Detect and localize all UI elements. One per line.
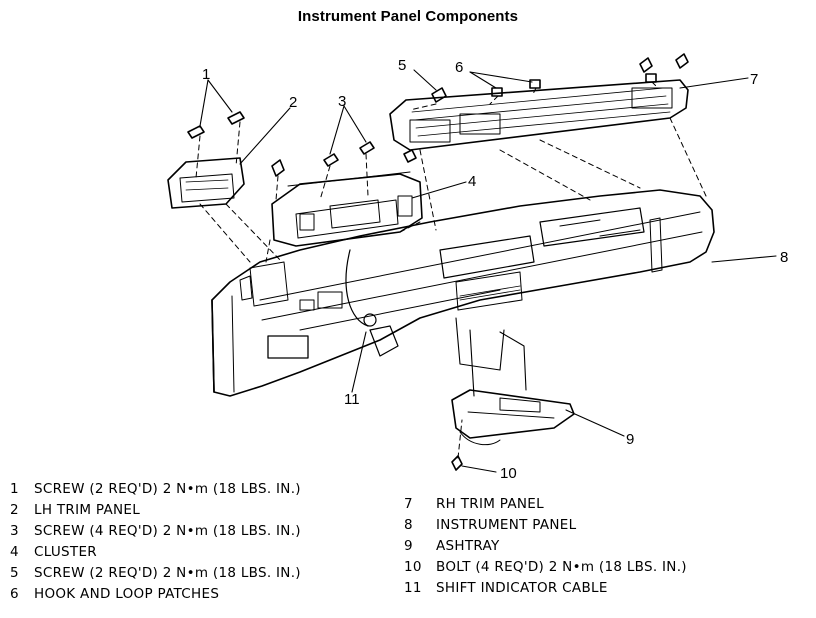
legend-text: BOLT (4 REQ'D) 2 N•m (18 LBS. IN.) xyxy=(436,559,687,575)
cluster xyxy=(271,171,423,247)
callout-9: 9 xyxy=(626,431,634,448)
callout-11: 11 xyxy=(344,391,360,408)
legend-text: SCREW (2 REQ'D) 2 N•m (18 LBS. IN.) xyxy=(34,481,301,497)
callout-4: 4 xyxy=(468,173,476,190)
legend-number: 1 xyxy=(10,481,19,497)
shift-indicator-cable xyxy=(345,249,399,357)
legend-text: SCREW (4 REQ'D) 2 N•m (18 LBS. IN.) xyxy=(34,523,301,539)
leader-lines xyxy=(199,69,777,473)
legend-number: 7 xyxy=(404,496,413,512)
rh-trim-panel xyxy=(389,79,689,151)
legend-text: INSTRUMENT PANEL xyxy=(436,517,577,533)
callout-3: 3 xyxy=(338,93,346,110)
legend-number: 9 xyxy=(404,538,413,554)
callout-2: 2 xyxy=(289,94,297,111)
patches-6 xyxy=(491,73,657,97)
legend-text: LH TRIM PANEL xyxy=(34,502,141,518)
legend-number: 3 xyxy=(10,523,19,539)
legend-number: 11 xyxy=(404,580,422,596)
bolts-10 xyxy=(451,53,689,471)
ashtray xyxy=(451,389,575,446)
legend-number: 5 xyxy=(10,565,19,581)
screws-3 xyxy=(271,141,375,177)
ashtray-bracket xyxy=(455,317,527,397)
assembly-lines xyxy=(195,81,707,459)
diagram-title: Instrument Panel Components xyxy=(297,8,519,25)
instrument-panel-exploded-view: 1 2 3 4 5 6 7 8 9 10 11 xyxy=(167,53,788,482)
instrument-panel-body xyxy=(211,189,715,397)
callout-1: 1 xyxy=(202,66,210,83)
lh-trim-panel xyxy=(167,157,245,209)
legend-text: SCREW (2 REQ'D) 2 N•m (18 LBS. IN.) xyxy=(34,565,301,581)
legend-number: 2 xyxy=(10,502,19,518)
legend-text: CLUSTER xyxy=(34,544,97,560)
legend-text: RH TRIM PANEL xyxy=(436,496,544,512)
screws-1 xyxy=(187,111,245,139)
legend-number: 10 xyxy=(404,559,422,575)
legend-number: 8 xyxy=(404,517,413,533)
callout-8: 8 xyxy=(780,249,788,266)
legend-text: HOOK AND LOOP PATCHES xyxy=(34,586,220,602)
callout-5: 5 xyxy=(398,57,406,74)
legend-text: ASHTRAY xyxy=(436,538,500,554)
callout-6: 6 xyxy=(455,59,463,76)
legend-text: SHIFT INDICATOR CABLE xyxy=(436,580,608,596)
callout-10: 10 xyxy=(500,465,517,482)
legend-number: 4 xyxy=(10,544,19,560)
legend-number: 6 xyxy=(10,586,19,602)
screws-5 xyxy=(403,87,447,163)
callout-7: 7 xyxy=(750,71,758,88)
